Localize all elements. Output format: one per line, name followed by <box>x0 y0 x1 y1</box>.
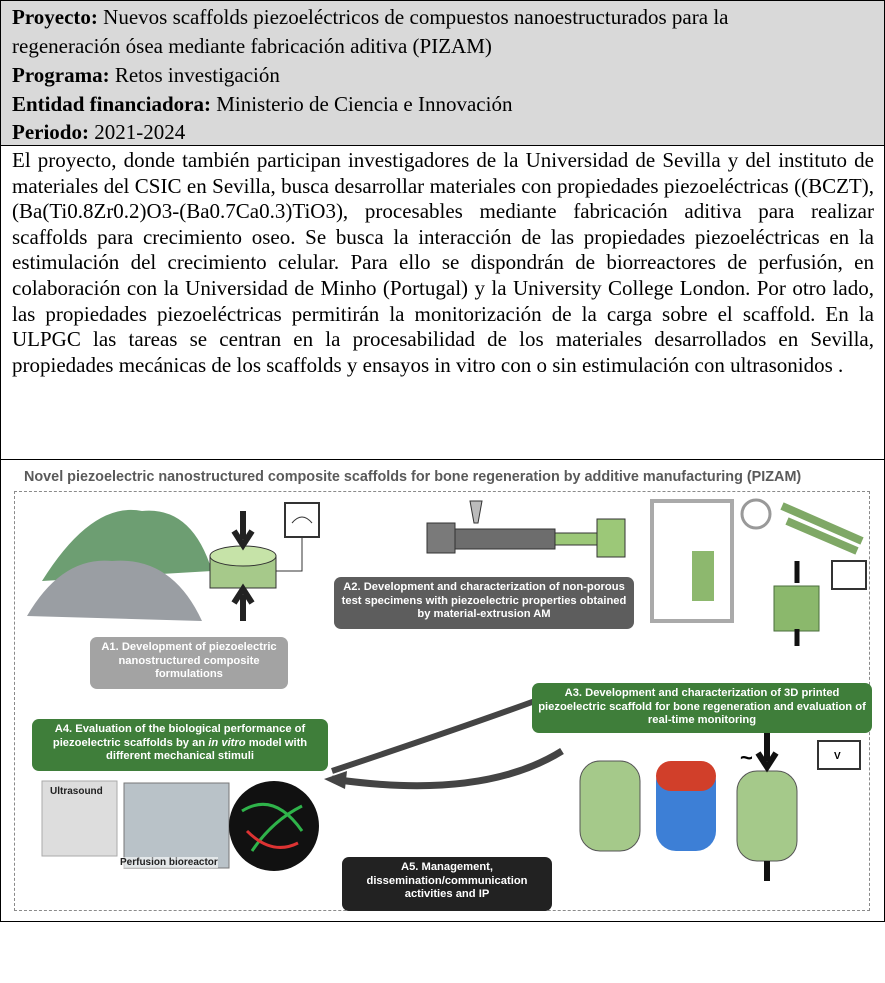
ultrasound-label: Ultrasound <box>50 786 103 797</box>
scaffold-cylinder-icon <box>579 760 641 852</box>
motor-icon <box>426 522 456 554</box>
project-header: Proyecto: Nuevos scaffolds piezoeléctric… <box>1 1 884 146</box>
programa-value: Retos investigación <box>114 63 280 87</box>
gray-powder-icon <box>27 560 202 621</box>
activity-a4: A4. Evaluation of the biological perform… <box>32 719 328 771</box>
programa-label: Programa: <box>12 63 110 87</box>
proyecto-title-cont: regeneración ósea mediante fabricación a… <box>12 34 492 58</box>
green-powder-icon <box>42 509 212 581</box>
activity-a3: A3. Development and characterization of … <box>532 683 872 733</box>
periodo-label: Periodo: <box>12 120 89 144</box>
meter-icon <box>284 502 320 538</box>
scaffold-cube-icon <box>773 585 820 632</box>
a4-text-italic: in vitro <box>208 736 246 749</box>
project-figure: Novel piezoelectric nanostructured compo… <box>2 461 883 918</box>
activity-a1: A1. Development of piezoelectric nanostr… <box>90 637 288 689</box>
a4-text-post: model with different mechanical stimuli <box>106 736 308 763</box>
activity-a2: A2. Development and characterization of … <box>334 577 634 629</box>
filament-spool-icon <box>596 518 626 558</box>
voltage-label: V <box>834 751 841 762</box>
figure-artwork <box>27 498 867 881</box>
entidad-label: Entidad financiadora: <box>12 92 211 116</box>
divider <box>1 459 884 460</box>
project-description: El proyecto, donde también participan in… <box>12 148 874 377</box>
proyecto-row: Proyecto: Nuevos scaffolds piezoeléctric… <box>12 3 728 32</box>
periodo-value: 2021-2024 <box>94 120 186 144</box>
proyecto-label: Proyecto: <box>12 5 98 29</box>
entidad-row: Entidad financiadora: Ministerio de Cien… <box>12 90 512 119</box>
activity-a5: A5. Management, dissemination/communicat… <box>342 857 552 911</box>
well-plate-icon <box>41 780 118 857</box>
extruder-icon <box>454 528 556 550</box>
perfusion-bioreactor-label: Perfusion bioreactor <box>120 857 218 868</box>
printer-frame-icon <box>650 499 734 623</box>
periodo-row: Periodo: 2021-2024 <box>12 118 185 147</box>
tilde-label: ~ <box>740 745 753 770</box>
figure-title: Novel piezoelectric nanostructured compo… <box>24 469 802 485</box>
dogbone-specimen-icon <box>780 502 864 555</box>
bioreactor-icon <box>123 782 230 869</box>
entidad-value: Ministerio de Ciencia e Innovación <box>216 92 513 116</box>
proyecto-title: Nuevos scaffolds piezoeléctricos de comp… <box>103 5 729 29</box>
down-arrow-icon <box>231 511 255 551</box>
up-arrow-icon <box>231 583 255 621</box>
programa-row: Programa: Retos investigación <box>12 61 280 90</box>
a4-text-pre: A4. Evaluation of the biological perform… <box>52 723 306 749</box>
